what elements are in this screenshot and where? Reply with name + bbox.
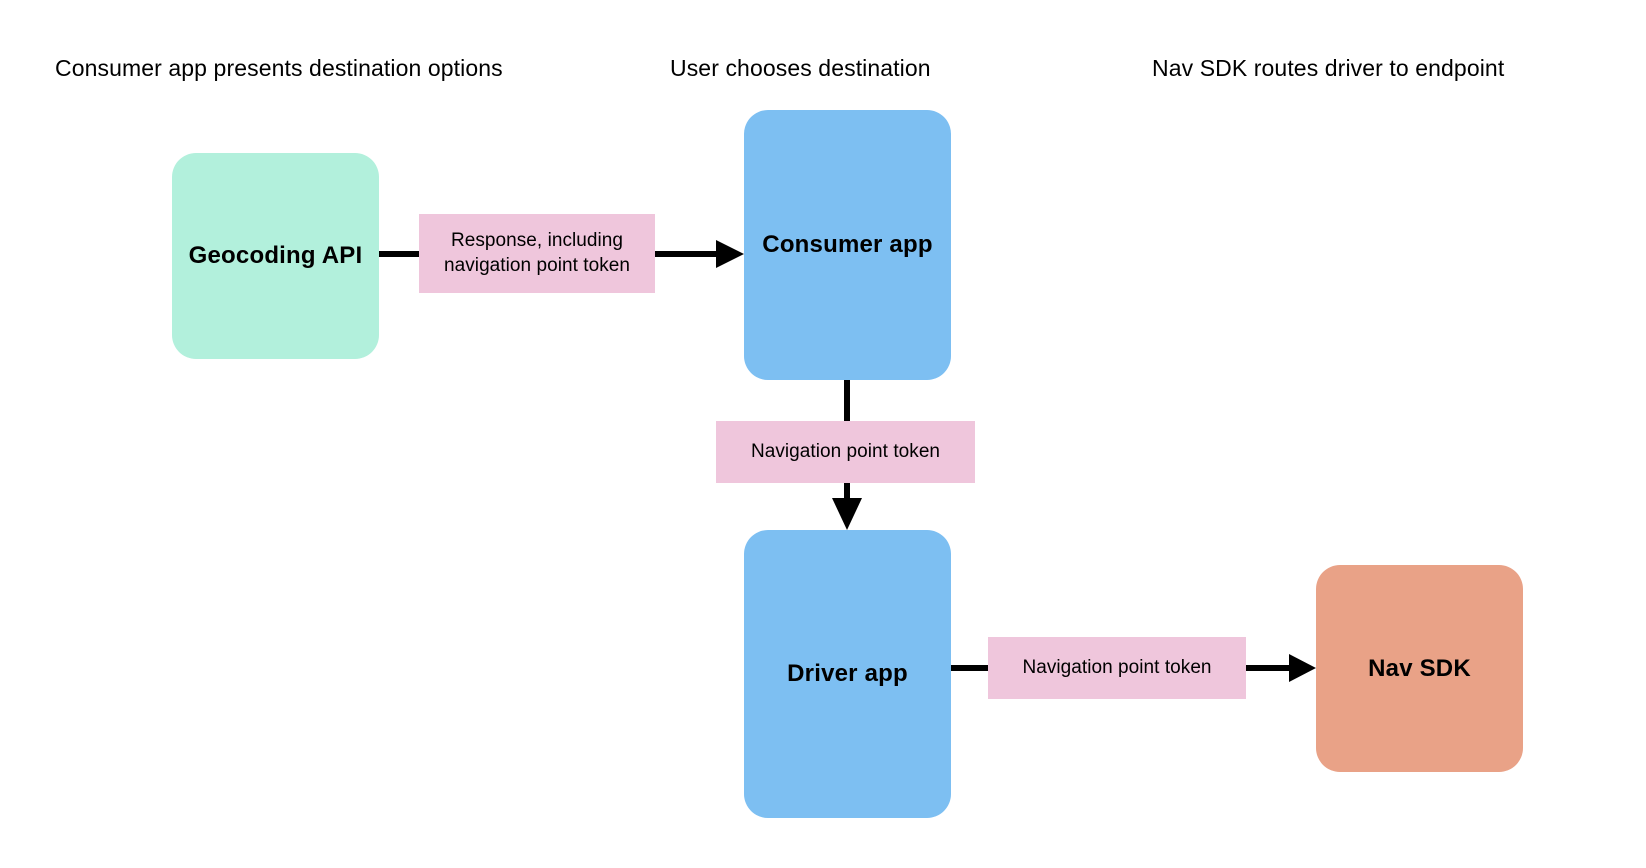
- edge-label-response-including-navigation-point-token: Response, including navigation point tok…: [419, 214, 655, 293]
- column-header-consumer-options: Consumer app presents destination option…: [55, 55, 503, 81]
- arrowhead-icon: [832, 498, 862, 530]
- column-header-user-chooses: User chooses destination: [670, 55, 931, 81]
- edge-label-navigation-point-token-consumer-driver: Navigation point token: [716, 421, 975, 483]
- column-header-nav-sdk-routes: Nav SDK routes driver to endpoint: [1152, 55, 1505, 81]
- node-driver-app: Driver app: [744, 530, 951, 818]
- edge-label-navigation-point-token-driver-navsdk: Navigation point token: [988, 637, 1246, 699]
- node-nav-sdk: Nav SDK: [1316, 565, 1523, 772]
- node-geocoding-api: Geocoding API: [172, 153, 379, 359]
- node-consumer-app: Consumer app: [744, 110, 951, 380]
- arrowhead-icon: [716, 240, 744, 268]
- arrowhead-icon: [1289, 654, 1316, 682]
